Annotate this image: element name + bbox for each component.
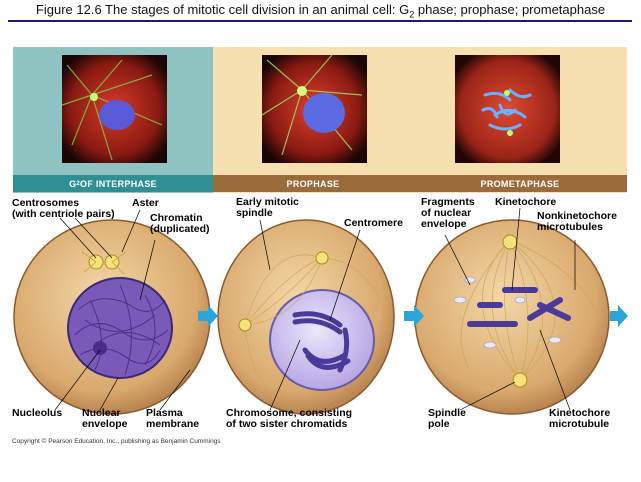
micrograph-prometaphase [455, 55, 560, 163]
label-nucleolus: Nucleolus [12, 407, 63, 419]
copyright-notice: Copyright © Pearson Education, Inc., pub… [12, 438, 221, 445]
cell-prophase [217, 219, 395, 415]
arrow-icon-1 [198, 305, 218, 327]
micrograph-interphase [62, 55, 167, 163]
nucleus-prophase [269, 289, 375, 391]
stage-label-prometaphase: PROMETAPHASE [413, 175, 627, 192]
label-centrosomes: Centrosomes(with centriole pairs) [12, 197, 115, 220]
figure-title: Figure 12.6 The stages of mitotic cell d… [0, 2, 641, 23]
micrograph-prophase [262, 55, 367, 163]
title-text-suffix: phase; prophase; prometaphase [414, 2, 606, 17]
arrow-icon-3 [610, 305, 628, 327]
title-text: Figure 12.6 The stages of mitotic cell d… [35, 2, 410, 17]
label-centromere: Centromere [344, 217, 403, 229]
cell-prometaphase [414, 219, 610, 415]
stage-label-prophase: PROPHASE [213, 175, 413, 192]
cell-interphase [13, 219, 211, 415]
label-chromatin: Chromatin(duplicated) [150, 212, 210, 235]
centrosome-icon [81, 251, 127, 275]
chromosomes-prophase [292, 311, 351, 373]
label-kinetochore: Kinetochore [495, 196, 557, 208]
nucleus-interphase [67, 277, 173, 379]
envelope-fragments [453, 276, 562, 349]
title-divider [8, 20, 632, 22]
chromosomes-prometaphase [467, 287, 571, 327]
early-spindle [244, 254, 381, 401]
leader-lines [54, 207, 576, 411]
label-aster: Aster [132, 197, 159, 209]
title-subscript: 2 [409, 9, 415, 20]
stage-arrows [198, 305, 628, 327]
arrow-icon-2 [404, 305, 424, 327]
